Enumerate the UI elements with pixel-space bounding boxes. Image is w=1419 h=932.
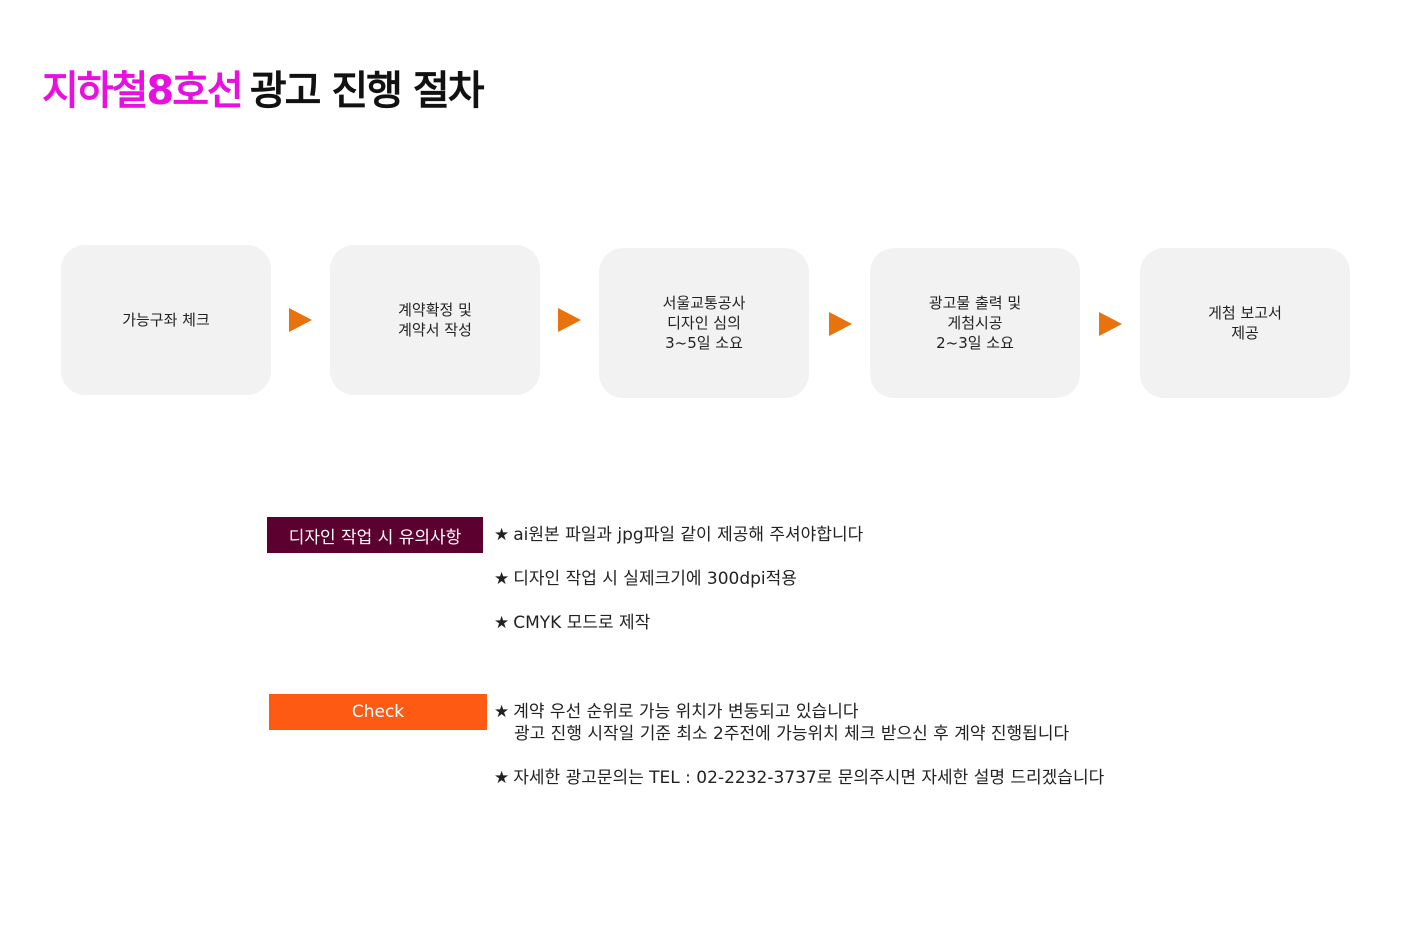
title-accent: 지하철8호선 xyxy=(42,68,244,114)
note-text: ai원본 파일과 jpg파일 같이 제공해 주셔야합니다 xyxy=(513,525,864,545)
arrow-right-icon xyxy=(289,308,312,332)
design-note-3: ★CMYK 모드로 제작 xyxy=(494,612,650,634)
check-tag: Check xyxy=(269,694,487,730)
step-label: 가능구좌 체크 xyxy=(122,311,210,329)
step-contract: 계약확정 및 계약서 작성 xyxy=(330,245,540,395)
title-rest: 광고 진행 절차 xyxy=(249,68,485,114)
star-icon: ★ xyxy=(494,569,510,589)
step-label: 게첨 보고서 제공 xyxy=(1208,304,1282,342)
arrow-right-icon xyxy=(558,308,581,332)
star-icon: ★ xyxy=(494,525,510,545)
note-text: CMYK 모드로 제작 xyxy=(513,613,651,633)
note-text: 디자인 작업 시 실제크기에 300dpi적용 xyxy=(513,569,797,589)
step-report: 게첨 보고서 제공 xyxy=(1140,248,1350,398)
check-note-1: ★계약 우선 순위로 가능 위치가 변동되고 있습니다 광고 진행 시작일 기준… xyxy=(494,701,1069,745)
step-label: 광고물 출력 및 게첨시공 2~3일 소요 xyxy=(928,294,1022,352)
star-icon: ★ xyxy=(494,613,510,633)
arrow-right-icon xyxy=(829,312,852,336)
design-note-2: ★디자인 작업 시 실제크기에 300dpi적용 xyxy=(494,568,797,590)
star-icon: ★ xyxy=(494,768,510,788)
step-print-install: 광고물 출력 및 게첨시공 2~3일 소요 xyxy=(870,248,1080,398)
step-label: 계약확정 및 계약서 작성 xyxy=(398,301,472,339)
note-text-line2: 광고 진행 시작일 기준 최소 2주전에 가능위치 체크 받으신 후 계약 진행… xyxy=(514,724,1070,744)
step-design-review: 서울교통공사 디자인 심의 3~5일 소요 xyxy=(599,248,809,398)
design-note-1: ★ai원본 파일과 jpg파일 같이 제공해 주셔야합니다 xyxy=(494,524,863,546)
step-label: 서울교통공사 디자인 심의 3~5일 소요 xyxy=(662,294,746,352)
star-icon: ★ xyxy=(494,702,510,722)
check-note-2: ★자세한 광고문의는 TEL : 02-2232-3737로 문의주시면 자세한… xyxy=(494,767,1104,789)
note-text: 계약 우선 순위로 가능 위치가 변동되고 있습니다 xyxy=(513,702,859,722)
note-text: 자세한 광고문의는 TEL : 02-2232-3737로 문의주시면 자세한 … xyxy=(513,768,1105,788)
step-availability-check: 가능구좌 체크 xyxy=(61,245,271,395)
arrow-right-icon xyxy=(1099,312,1122,336)
design-notes-tag: 디자인 작업 시 유의사항 xyxy=(267,517,483,553)
